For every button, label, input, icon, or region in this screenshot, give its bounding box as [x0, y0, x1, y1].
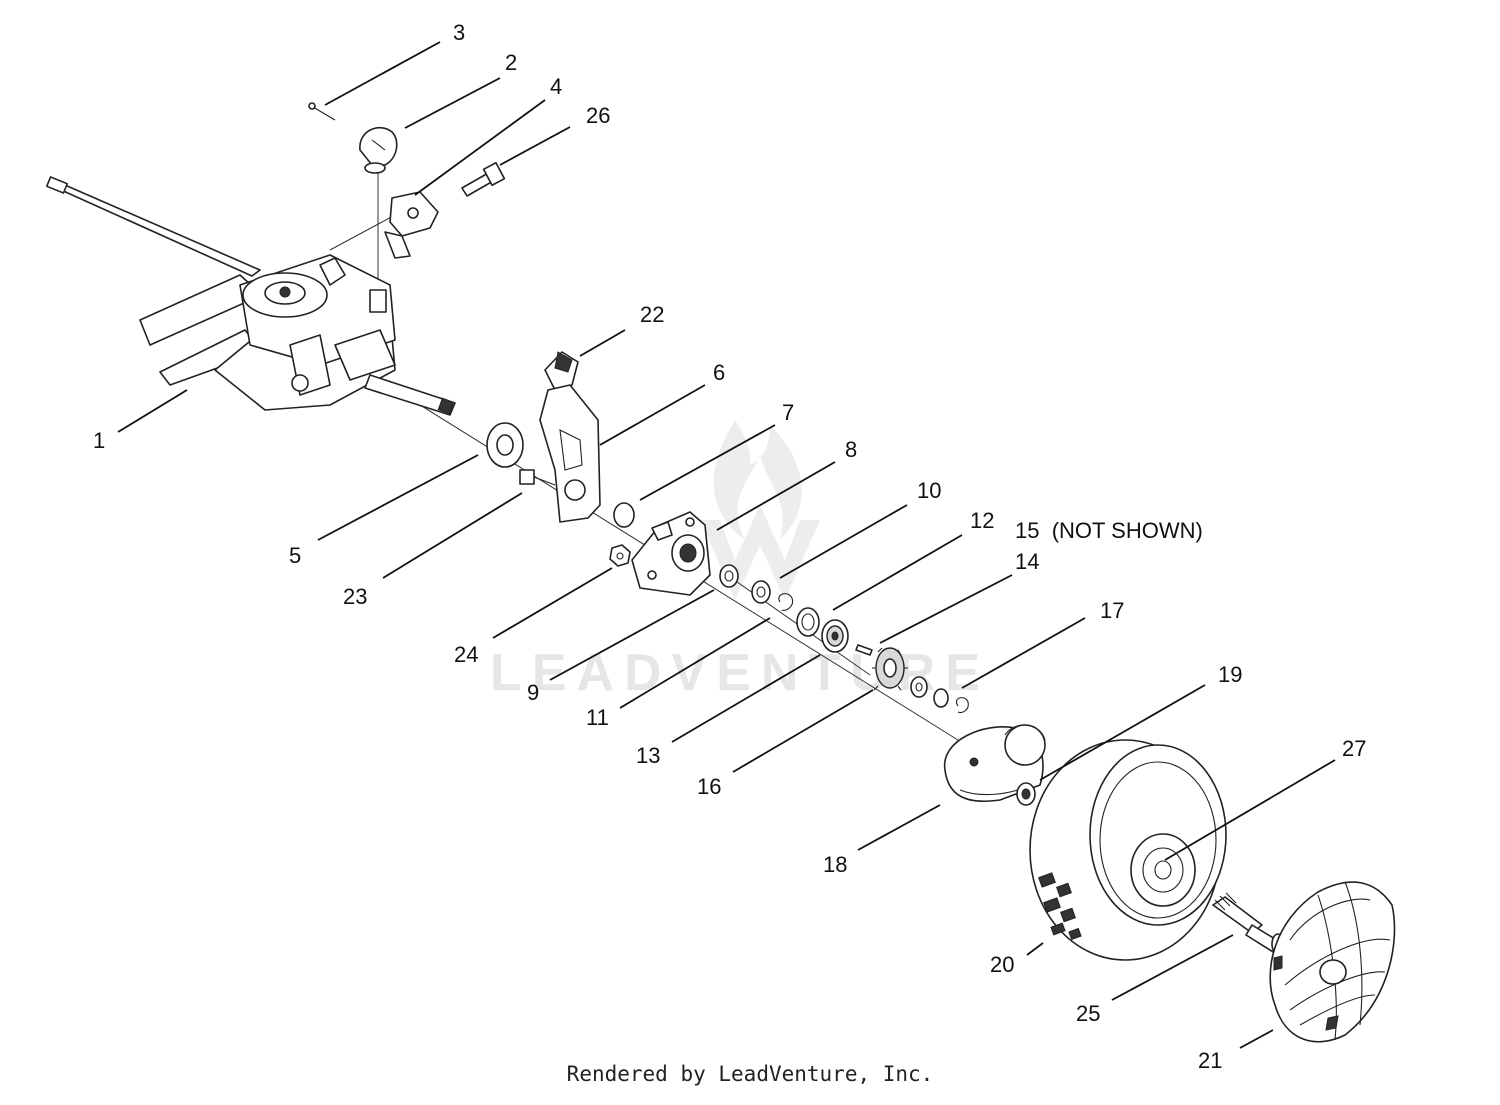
secondary-axis-line: [719, 569, 871, 676]
leader-6: [599, 384, 706, 446]
part-26-bolt: [461, 161, 506, 197]
part-1-transmission: [45, 176, 456, 416]
callout-17: 17: [1100, 598, 1124, 623]
callout-1: 1: [93, 428, 105, 453]
callout-13: 13: [636, 743, 660, 768]
part-12-washer: [796, 607, 820, 637]
leader-9: [549, 589, 715, 681]
part-17-washer-set: [910, 676, 969, 714]
part-7-ring: [613, 502, 635, 528]
leader-14: [879, 574, 1013, 644]
part-18-wheel-cover: [944, 724, 1046, 802]
callout-6: 6: [713, 360, 725, 385]
footer-credit: Rendered by LeadVenture, Inc.: [566, 1062, 934, 1086]
callout-15-not-shown: 15 (NOT SHOWN): [1015, 518, 1203, 543]
leader-3: [324, 41, 441, 106]
leader-21: [1239, 1029, 1274, 1049]
callout-20: 20: [990, 952, 1014, 977]
part-24-nut: [609, 544, 631, 567]
callout-14: 14: [1015, 549, 1039, 574]
callout-10: 10: [917, 478, 941, 503]
callout-7: 7: [782, 400, 794, 425]
part-25-shoulder-bolt: [1212, 892, 1286, 956]
callout-21: 21: [1198, 1048, 1222, 1073]
callout-22: 22: [640, 302, 664, 327]
part-13-bearing: [821, 619, 849, 653]
bracket-axis-line: [329, 214, 396, 251]
leader-26: [499, 126, 571, 166]
part-11-eclip: [778, 593, 794, 611]
leader-11: [619, 617, 771, 709]
leader-20: [1026, 942, 1044, 956]
callout-27: 27: [1342, 736, 1366, 761]
leader-24: [492, 567, 613, 639]
callout-5: 5: [289, 543, 301, 568]
callout-3: 3: [453, 20, 465, 45]
callout-9: 9: [527, 680, 539, 705]
part-3-pin: [308, 102, 336, 121]
leader-12: [832, 534, 963, 611]
part-16-gear: [872, 647, 908, 691]
part-20-wheel: [1029, 739, 1227, 961]
callout-24: 24: [454, 642, 478, 667]
part-23-screw: [519, 469, 556, 486]
leader-25: [1111, 934, 1234, 1001]
callout-26: 26: [586, 103, 610, 128]
part-4-bracket: [384, 191, 439, 259]
part-19-washer: [1016, 782, 1036, 806]
part-21-hubcap: [1269, 881, 1396, 1043]
part-5-washer: [486, 422, 524, 468]
callout-23: 23: [343, 584, 367, 609]
callout-12: 12: [970, 508, 994, 533]
leader-5: [317, 454, 479, 541]
part-14-key: [855, 644, 873, 656]
leader-2: [404, 77, 501, 129]
leader-lines: [117, 41, 1336, 1049]
part-22-clip: [544, 351, 579, 391]
part-6-plate: [539, 384, 601, 523]
leader-4: [414, 99, 546, 196]
watermark-logo: [700, 420, 820, 600]
callout-16: 16: [697, 774, 721, 799]
leader-18: [857, 804, 941, 851]
callout-8: 8: [845, 437, 857, 462]
leader-13: [671, 654, 821, 743]
leader-8: [716, 461, 836, 531]
leader-16: [732, 689, 874, 773]
callout-19: 19: [1218, 662, 1242, 687]
wheel-tread: [1038, 872, 1082, 941]
leader-1: [117, 389, 188, 433]
callout-2: 2: [505, 50, 517, 75]
part-10-washer: [751, 580, 771, 604]
part-9-washer: [719, 564, 739, 588]
callout-11: 11: [586, 705, 609, 730]
leader-7: [639, 424, 776, 501]
leader-22: [579, 329, 626, 357]
callout-labels: 1 2 3 4 5 6 7 8 9 10 11 12 13 14 15 (NOT…: [93, 20, 1366, 1073]
leader-17: [961, 617, 1086, 689]
callout-18: 18: [823, 852, 847, 877]
callout-4: 4: [550, 74, 562, 99]
leader-19: [1039, 684, 1206, 781]
callout-25: 25: [1076, 1001, 1100, 1026]
part-2-knob: [359, 126, 398, 174]
leader-10: [779, 504, 908, 579]
leader-27: [1164, 759, 1336, 861]
part-8-bearing-housing: [631, 511, 711, 596]
leader-23: [382, 492, 523, 579]
